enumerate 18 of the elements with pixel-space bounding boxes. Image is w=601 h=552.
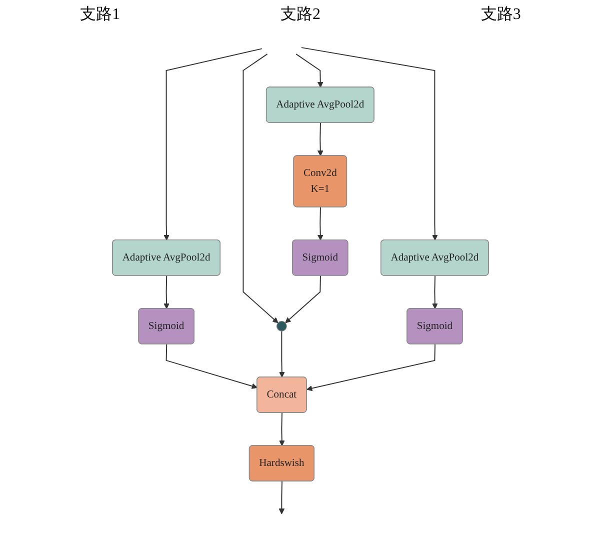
arrow xyxy=(166,344,258,389)
branch-label: 支路1 xyxy=(80,4,120,25)
branch-label: 支路2 xyxy=(280,4,320,25)
arrow xyxy=(296,54,324,88)
arrow xyxy=(432,275,438,309)
arrow xyxy=(164,48,262,240)
arrow xyxy=(306,344,436,392)
arrow xyxy=(317,122,324,156)
arrow xyxy=(285,275,321,324)
arrow xyxy=(278,480,285,514)
arrow xyxy=(164,275,170,309)
arrow xyxy=(279,330,285,378)
arrow xyxy=(242,54,278,324)
node-circle xyxy=(276,320,287,332)
arrow xyxy=(317,206,324,240)
branch-label: 支路3 xyxy=(480,4,521,25)
arrow xyxy=(300,47,438,240)
arrow xyxy=(279,412,285,446)
